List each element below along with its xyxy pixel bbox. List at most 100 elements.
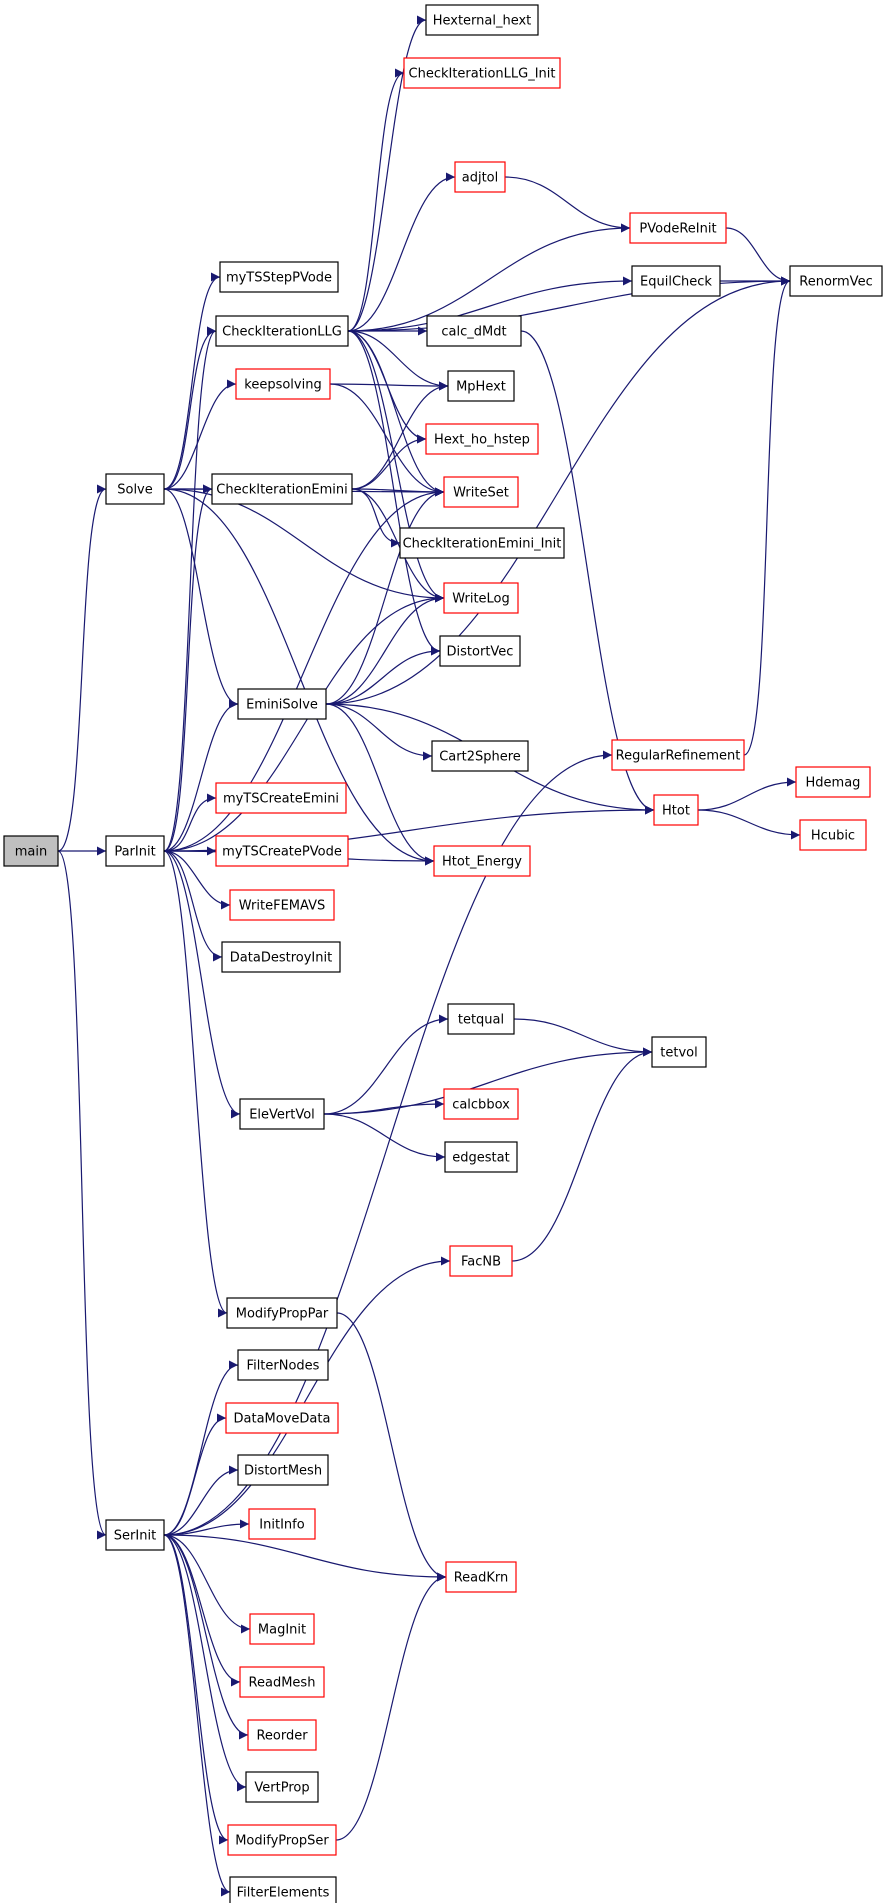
node-WriteFEMAVS[interactable]: WriteFEMAVS [229,889,335,921]
node-ModifyPropSer[interactable]: ModifyPropSer [227,1824,337,1856]
node-PVodeReInit[interactable]: PVodeReInit [629,212,727,244]
node-RegularRefinement[interactable]: RegularRefinement [611,739,745,771]
node-edgestat[interactable]: edgestat [444,1141,518,1173]
node-Hext_ho_hstep[interactable]: Hext_ho_hstep [425,423,539,455]
node-box[interactable] [105,835,165,867]
node-box[interactable] [611,739,745,771]
node-myTSCreatePVode[interactable]: myTSCreatePVode [215,835,349,867]
node-CheckIterationLLG[interactable]: CheckIterationLLG [215,315,349,347]
node-box[interactable] [225,1402,339,1434]
node-WriteLog[interactable]: WriteLog [443,582,519,614]
node-Hexternal_hext[interactable]: Hexternal_hext [425,4,539,36]
node-box[interactable] [227,1824,337,1856]
node-EminiSolve[interactable]: EminiSolve [237,688,327,720]
node-tetqual[interactable]: tetqual [447,1003,515,1035]
node-box[interactable] [443,476,519,508]
node-box[interactable] [403,57,561,89]
node-box[interactable] [247,1719,317,1751]
node-InitInfo[interactable]: InitInfo [248,1508,316,1540]
node-box[interactable] [237,688,327,720]
node-CheckIterationEmini_Init[interactable]: CheckIterationEmini_Init [399,527,565,559]
node-box[interactable] [447,1003,515,1035]
node-WriteSet[interactable]: WriteSet [443,476,519,508]
node-ReadKrn[interactable]: ReadKrn [445,1561,517,1593]
node-box[interactable] [248,1508,316,1540]
node-box[interactable] [653,794,699,826]
node-SerInit[interactable]: SerInit [105,1519,165,1551]
node-box[interactable] [245,1771,319,1803]
node-Hcubic[interactable]: Hcubic [799,819,867,851]
node-myTSCreateEmini[interactable]: myTSCreateEmini [215,782,347,814]
node-MagInit[interactable]: MagInit [249,1613,315,1645]
node-ModifyPropPar[interactable]: ModifyPropPar [226,1297,338,1329]
node-ParInit[interactable]: ParInit [105,835,165,867]
node-FilterNodes[interactable]: FilterNodes [237,1349,329,1381]
node-box[interactable] [431,740,529,772]
node-CheckIterationLLG_Init[interactable]: CheckIterationLLG_Init [403,57,561,89]
node-box[interactable] [444,1141,518,1173]
node-box[interactable] [449,1245,513,1277]
node-box[interactable] [221,941,341,973]
node-RenormVec[interactable]: RenormVec [789,265,883,297]
node-box[interactable] [215,782,347,814]
node-Reorder[interactable]: Reorder [247,1719,317,1751]
node-box[interactable] [425,4,539,36]
node-box[interactable] [239,1666,325,1698]
node-box[interactable] [3,835,59,867]
node-box[interactable] [105,473,165,505]
node-box[interactable] [235,368,331,400]
node-box[interactable] [443,582,519,614]
node-Htot_Energy[interactable]: Htot_Energy [433,845,531,877]
node-box[interactable] [799,819,867,851]
node-box[interactable] [105,1519,165,1551]
node-box[interactable] [215,835,349,867]
node-Htot[interactable]: Htot [653,794,699,826]
node-box[interactable] [226,1297,338,1329]
node-box[interactable] [439,635,521,667]
node-box[interactable] [789,265,883,297]
node-box[interactable] [237,1454,329,1486]
node-box[interactable] [425,423,539,455]
node-CheckIterationEmini[interactable]: CheckIterationEmini [211,473,353,505]
node-box[interactable] [229,889,335,921]
node-FilterElements[interactable]: FilterElements [229,1876,337,1903]
node-FacNB[interactable]: FacNB [449,1245,513,1277]
node-DataMoveData[interactable]: DataMoveData [225,1402,339,1434]
node-box[interactable] [795,766,871,798]
node-box[interactable] [651,1036,707,1068]
node-Solve[interactable]: Solve [105,473,165,505]
node-box[interactable] [447,370,515,402]
node-box[interactable] [445,1561,517,1593]
node-myTSStepPVode[interactable]: myTSStepPVode [219,261,339,293]
node-box[interactable] [426,315,522,347]
node-box[interactable] [211,473,353,505]
node-box[interactable] [454,161,506,193]
node-calc_dMdt[interactable]: calc_dMdt [426,315,522,347]
node-box[interactable] [215,315,349,347]
node-box[interactable] [239,1098,325,1130]
node-box[interactable] [219,261,339,293]
node-DistortVec[interactable]: DistortVec [439,635,521,667]
node-keepsolving[interactable]: keepsolving [235,368,331,400]
node-MpHext[interactable]: MpHext [447,370,515,402]
node-box[interactable] [399,527,565,559]
node-EleVertVol[interactable]: EleVertVol [239,1098,325,1130]
node-box[interactable] [229,1876,337,1903]
node-box[interactable] [237,1349,329,1381]
node-box[interactable] [629,212,727,244]
node-box[interactable] [631,265,721,297]
node-main[interactable]: main [3,835,59,867]
node-ReadMesh[interactable]: ReadMesh [239,1666,325,1698]
node-DataDestroyInit[interactable]: DataDestroyInit [221,941,341,973]
node-VertProp[interactable]: VertProp [245,1771,319,1803]
node-tetvol[interactable]: tetvol [651,1036,707,1068]
node-box[interactable] [443,1088,519,1120]
node-EquilCheck[interactable]: EquilCheck [631,265,721,297]
node-Hdemag[interactable]: Hdemag [795,766,871,798]
node-adjtol[interactable]: adjtol [454,161,506,193]
node-DistortMesh[interactable]: DistortMesh [237,1454,329,1486]
node-box[interactable] [433,845,531,877]
node-box[interactable] [249,1613,315,1645]
node-calcbbox[interactable]: calcbbox [443,1088,519,1120]
node-Cart2Sphere[interactable]: Cart2Sphere [431,740,529,772]
